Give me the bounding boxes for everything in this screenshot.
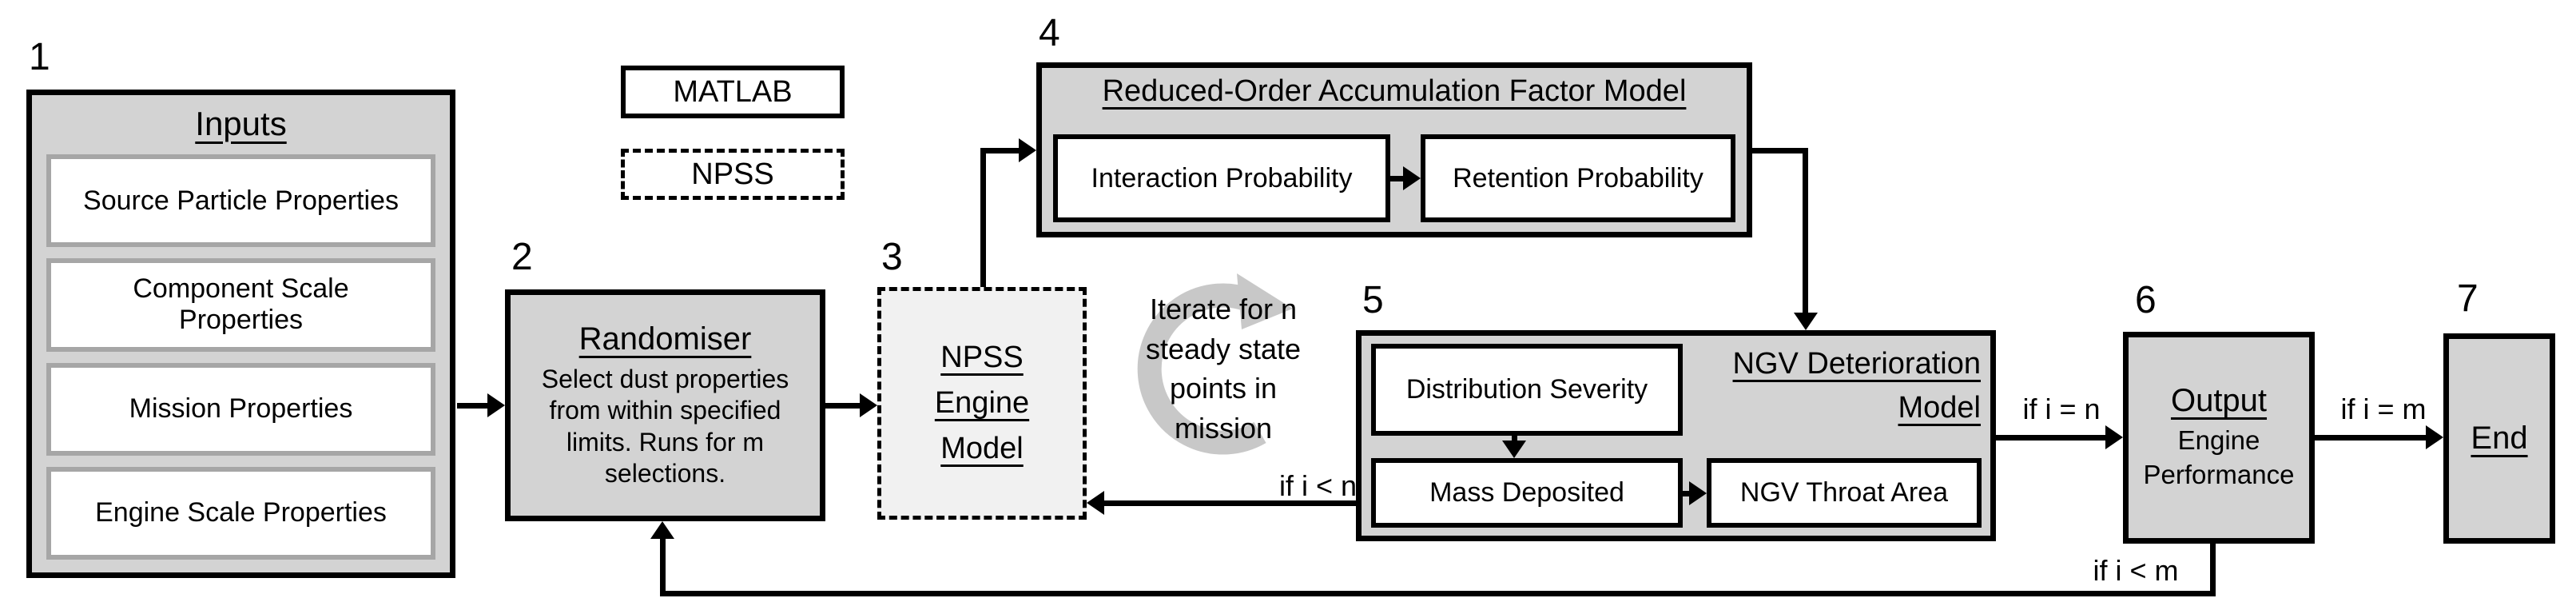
distribution-severity-box: Distribution Severity [1371,344,1683,436]
step-number-1: 1 [29,36,50,78]
output-subtitle: Engine Performance [2143,425,2295,489]
connector-output-feedback-bottom-rail [660,591,2216,596]
iterate-note: Iterate for n steady state points in mis… [1145,293,1302,445]
interaction-probability-box: Interaction Probability [1053,134,1390,222]
connector-output-feedback-ascent [660,536,666,595]
input-item-component-scale-properties: Component Scale Properties [46,258,435,352]
retention-probability-box: Retention Probability [1421,134,1735,222]
randomiser-title: Randomiser [578,321,752,357]
mass-deposited-label: Mass Deposited [1429,477,1624,508]
npss-engine-model-line: Model [940,432,1024,465]
condition-if-i-lt-n: if i < n [1278,469,1357,502]
connector-accumulation-to-ngv-horizontal [1752,148,1808,154]
arrowhead-icon [2426,425,2443,449]
end-box: End [2443,333,2555,544]
ngv-throat-area-box: NGV Throat Area [1707,458,1982,528]
legend-npss-box: NPSS [621,149,845,200]
ngv-deterioration-model-title: NGV Deterioration Model [1733,342,1981,430]
input-item-label: Engine Scale Properties [95,497,387,528]
legend-matlab-box: MATLAB [621,66,845,118]
arrowhead-icon [1794,313,1818,330]
retention-probability-label: Retention Probability [1453,162,1703,193]
arrowhead-icon [1019,138,1036,162]
arrowhead-icon [860,393,877,417]
arrow-interaction-to-retention [1390,176,1406,181]
connector-accumulation-to-ngv-vertical [1803,148,1808,314]
arrowhead-icon [650,521,674,539]
legend-matlab-label: MATLAB [673,74,793,109]
step-number-4: 4 [1039,12,1060,54]
condition-if-i-eq-n: if i = n [2022,393,2101,425]
arrow-severity-to-mass [1512,436,1517,444]
step-number-3: 3 [881,236,903,278]
npss-engine-model-line: NPSS [940,341,1024,374]
input-item-mission-properties: Mission Properties [46,362,435,456]
output-box: Output Engine Performance [2123,332,2315,544]
legend-npss-label: NPSS [691,157,774,191]
arrowhead-icon [1502,441,1526,458]
randomiser-box: Randomiser Select dust properties from w… [505,289,825,521]
input-item-label: Source Particle Properties [83,185,399,216]
ngv-deterioration-title-line: Model [1898,391,1982,425]
input-item-engine-scale-properties: Engine Scale Properties [46,466,435,560]
npss-engine-model-line: Engine [934,386,1030,420]
interaction-probability-label: Interaction Probability [1091,162,1353,193]
input-item-label: Component Scale Properties [133,273,349,336]
connector-output-feedback-descent [2210,541,2216,594]
connector-ngv-to-output [1996,435,2107,441]
iterate-loop-icon [1137,273,1293,455]
accumulation-factor-model-box: Reduced-Order Accumulation Factor Model … [1036,62,1752,237]
connector-randomiser-to-npss [825,403,865,409]
inputs-title: Inputs [195,105,287,142]
condition-if-i-lt-m: if i < m [2093,554,2179,587]
arrow-mass-to-throat [1683,491,1691,496]
npss-engine-model-box: NPSS Engine Model [877,287,1087,520]
inputs-box: Inputs Source Particle Properties Compon… [26,90,455,578]
randomiser-description: Select dust properties from within speci… [541,365,789,488]
ngv-deterioration-title-line: NGV Deterioration [1732,347,1981,381]
connector-npss-to-accumulation-vertical [980,148,986,287]
inputs-item-stack: Source Particle Properties Component Sca… [46,154,435,560]
step-number-2: 2 [511,236,533,278]
accumulation-factor-model-title: Reduced-Order Accumulation Factor Model [1102,74,1687,108]
connector-inputs-to-randomiser [457,403,492,409]
ngv-throat-area-label: NGV Throat Area [1739,477,1949,508]
step-number-6: 6 [2135,279,2157,321]
ngv-deterioration-model-box: NGV Deterioration Model Distribution Sev… [1356,330,1996,541]
arrowhead-icon [1087,491,1104,515]
arrowhead-icon [1689,481,1707,505]
input-item-label: Mission Properties [129,393,353,425]
condition-if-i-eq-m: if i = m [2340,393,2427,425]
connector-output-to-end [2315,435,2427,441]
connector-ngv-to-npss-feedback [1103,500,1356,506]
mass-deposited-box: Mass Deposited [1371,458,1683,528]
output-title: Output [2170,383,2268,419]
step-number-7: 7 [2457,277,2479,320]
input-item-source-particle-properties: Source Particle Properties [46,154,435,248]
connector-npss-to-accumulation-horizontal [980,148,1024,154]
step-number-5: 5 [1362,279,1384,321]
arrowhead-icon [2105,425,2123,449]
arrowhead-icon [1403,166,1421,190]
distribution-severity-label: Distribution Severity [1405,374,1648,405]
end-label: End [2471,421,2528,456]
arrowhead-icon [487,393,505,417]
